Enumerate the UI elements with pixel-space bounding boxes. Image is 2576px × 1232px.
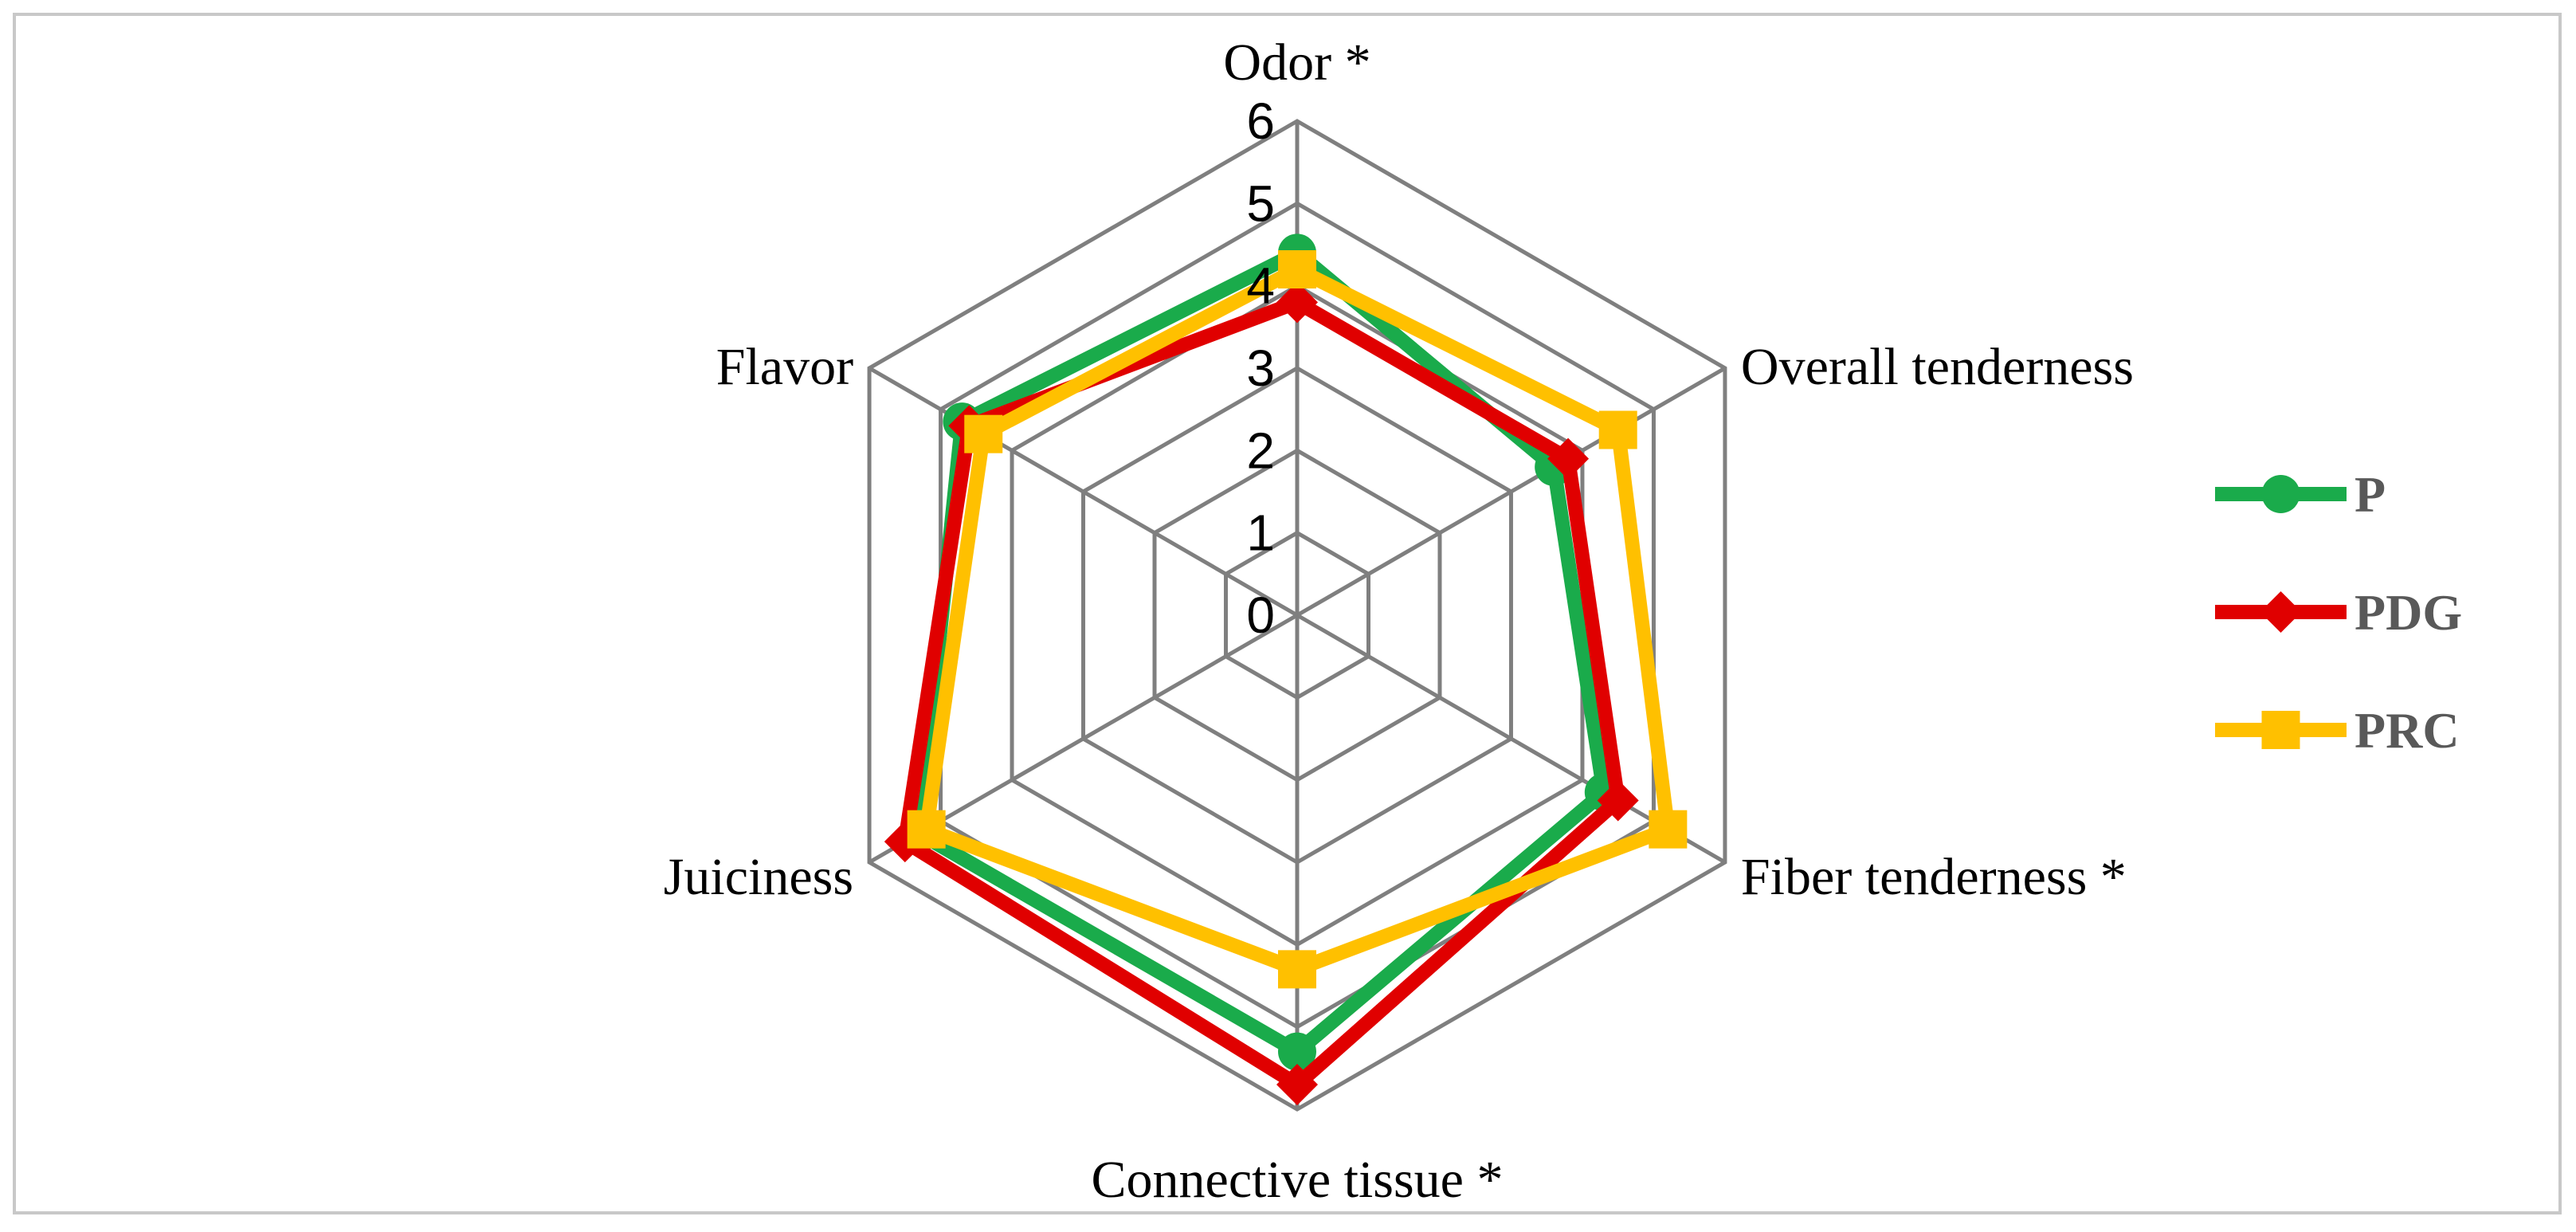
data-point-prc-5 (907, 810, 946, 849)
tick-label-2: 2 (1246, 422, 1275, 479)
data-point-pdg-3 (1597, 779, 1639, 822)
tick-label-1: 1 (1246, 504, 1275, 562)
legend-label-p: P (2354, 466, 2386, 523)
grid-spoke-2 (1296, 366, 1727, 618)
data-point-prc-6 (964, 414, 1003, 453)
radar-series (884, 233, 1688, 1105)
legend-item-pdg: PDG (2215, 584, 2462, 641)
legend-item-prc: PRC (2215, 702, 2460, 759)
chart-frame (13, 13, 2562, 1214)
data-point-pdg-1 (1276, 281, 1318, 324)
tick-label-3: 3 (1246, 339, 1275, 397)
axis-label-2: Overall tenderness (1741, 338, 2134, 396)
legend-marker-pdg (2260, 591, 2302, 633)
data-point-prc-1 (1278, 250, 1316, 288)
legend-marker-p (2261, 475, 2300, 513)
grid-spoke-6 (868, 366, 1299, 618)
tick-label-6: 6 (1246, 92, 1275, 150)
radar-grid (867, 119, 1727, 1112)
data-point-prc-2 (1598, 410, 1637, 449)
legend-label-pdg: PDG (2354, 584, 2462, 641)
legend-item-p: P (2215, 466, 2386, 523)
data-point-prc-3 (1649, 810, 1688, 849)
axis-label-6: Flavor (716, 338, 853, 396)
data-point-prc-4 (1278, 950, 1316, 989)
legend-marker-prc (2261, 711, 2300, 749)
tick-label-4: 4 (1246, 257, 1275, 315)
legend-label-prc: PRC (2354, 702, 2460, 759)
series-prc (907, 250, 1688, 989)
tick-label-0: 0 (1246, 587, 1275, 644)
axis-label-5: Juiciness (664, 848, 853, 906)
data-point-p-4 (1278, 1032, 1316, 1071)
axis-label-1: Odor * (1223, 33, 1370, 92)
data-point-pdg-4 (1276, 1064, 1318, 1105)
axis-label-3: Fiber tenderness * (1741, 848, 2127, 906)
data-point-pdg-2 (1547, 437, 1590, 480)
legend: P PDG PRC (2215, 466, 2462, 759)
axis-label-4: Connective tissue * (1092, 1151, 1504, 1209)
tick-label-5: 5 (1246, 175, 1275, 232)
